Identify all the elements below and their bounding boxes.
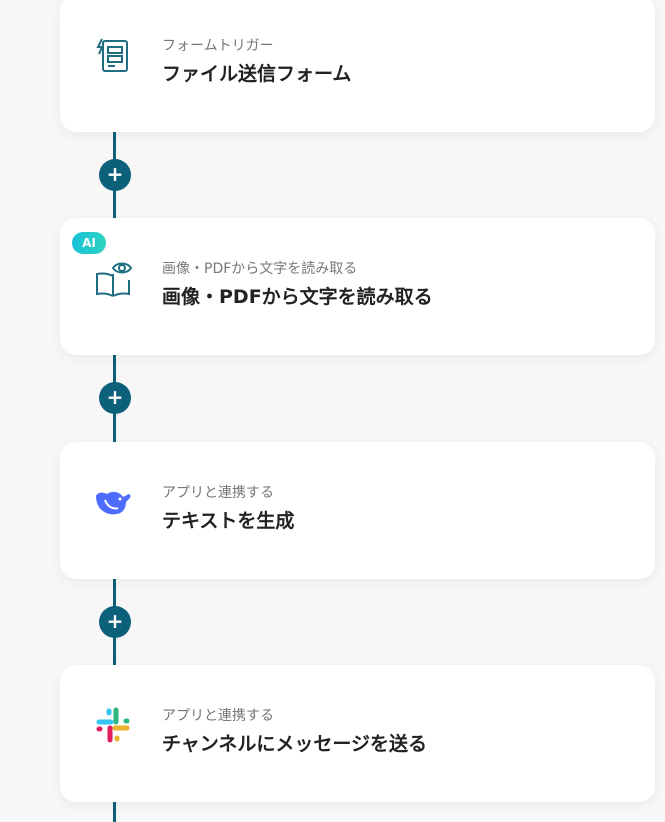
- form-trigger-icon: [96, 38, 128, 72]
- step-type-label: アプリと連携する: [162, 485, 274, 501]
- add-step-button[interactable]: +: [99, 159, 131, 191]
- step-title: テキストを生成: [162, 510, 295, 532]
- add-step-button[interactable]: +: [99, 382, 131, 414]
- flow-step-form-trigger[interactable]: フォームトリガー ファイル送信フォーム: [60, 0, 655, 132]
- step-title: 画像・PDFから文字を読み取る: [162, 286, 433, 308]
- step-title: チャンネルにメッセージを送る: [162, 733, 428, 755]
- ai-badge: AI: [72, 232, 106, 254]
- flow-step-slack[interactable]: アプリと連携する チャンネルにメッセージを送る: [60, 665, 655, 802]
- step-type-label: アプリと連携する: [162, 708, 274, 724]
- step-title: ファイル送信フォーム: [162, 63, 352, 85]
- step-type-label: 画像・PDFから文字を読み取る: [162, 261, 358, 277]
- ocr-book-eye-icon: [96, 262, 133, 297]
- slack-icon: [96, 707, 130, 743]
- deepseek-whale-icon: [96, 491, 131, 515]
- flow-step-deepseek[interactable]: アプリと連携する テキストを生成: [60, 442, 655, 579]
- flow-step-ocr[interactable]: AI 画像・PDFから文字を読み取る 画像・PDFから文字を読み取る: [60, 218, 655, 355]
- step-type-label: フォームトリガー: [162, 38, 274, 54]
- add-step-button[interactable]: +: [99, 606, 131, 638]
